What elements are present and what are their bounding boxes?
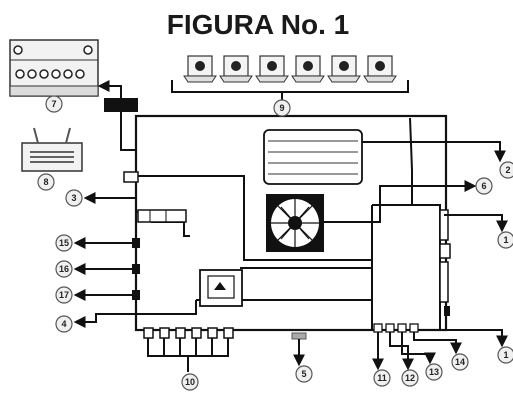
svg-text:9: 9 [279, 103, 284, 113]
callout-3: 3 [65, 189, 83, 207]
board-wiring [120, 112, 441, 330]
expansion-card [137, 209, 187, 223]
svg-text:6: 6 [481, 181, 486, 191]
svg-text:15: 15 [59, 238, 69, 248]
svg-text:4: 4 [61, 319, 66, 329]
slot-connector [123, 171, 139, 183]
svg-text:7: 7 [51, 99, 56, 109]
svg-text:8: 8 [43, 177, 48, 187]
callout-1-bottom: 1 [497, 346, 513, 364]
jack-16 [132, 264, 140, 274]
svg-text:16: 16 [59, 264, 69, 274]
callout-6: 6 [475, 177, 493, 195]
svg-text:17: 17 [59, 290, 69, 300]
callout-7: 7 [45, 95, 63, 113]
svg-text:2: 2 [505, 165, 510, 175]
jack-15 [132, 238, 140, 248]
callout-4: 4 [55, 315, 73, 333]
svg-text:1: 1 [503, 235, 508, 245]
callout-17: 17 [55, 286, 73, 304]
leader-arrows [73, 141, 508, 348]
svg-text:10: 10 [185, 377, 195, 387]
svg-text:11: 11 [377, 373, 387, 383]
svg-text:1: 1 [503, 350, 508, 360]
callout-15: 15 [55, 234, 73, 252]
bottom-right-connectors [372, 323, 462, 371]
connector-5 [291, 332, 307, 367]
callout-11: 11 [373, 369, 391, 387]
callout-9: 9 [273, 99, 291, 117]
cpu-chip-icon [199, 269, 243, 307]
drive-panel [263, 129, 363, 185]
svg-text:12: 12 [405, 373, 415, 383]
callout-14: 14 [451, 353, 469, 371]
io-panel-icon [9, 39, 99, 97]
svg-text:3: 3 [71, 193, 76, 203]
svg-text:13: 13 [429, 367, 439, 377]
bottom-connector-row [143, 327, 234, 372]
jack-17 [132, 290, 140, 300]
fan-icon [266, 194, 324, 252]
power-connector-block [104, 98, 138, 112]
right-side-ports [439, 209, 451, 316]
callout-13: 13 [425, 363, 443, 381]
callout-16: 16 [55, 260, 73, 278]
callout-2: 2 [499, 161, 513, 179]
callout-8: 8 [37, 173, 55, 191]
callout-10: 10 [181, 373, 199, 391]
callout-12: 12 [401, 369, 419, 387]
svg-text:14: 14 [455, 357, 465, 367]
callout-5: 5 [295, 365, 313, 383]
speaker-row-icon [171, 55, 409, 100]
memory-device-icon [21, 127, 83, 172]
callout-1: 1 [497, 231, 513, 249]
figure-title: FIGURA No. 1 [167, 9, 350, 40]
svg-text:5: 5 [301, 369, 306, 379]
